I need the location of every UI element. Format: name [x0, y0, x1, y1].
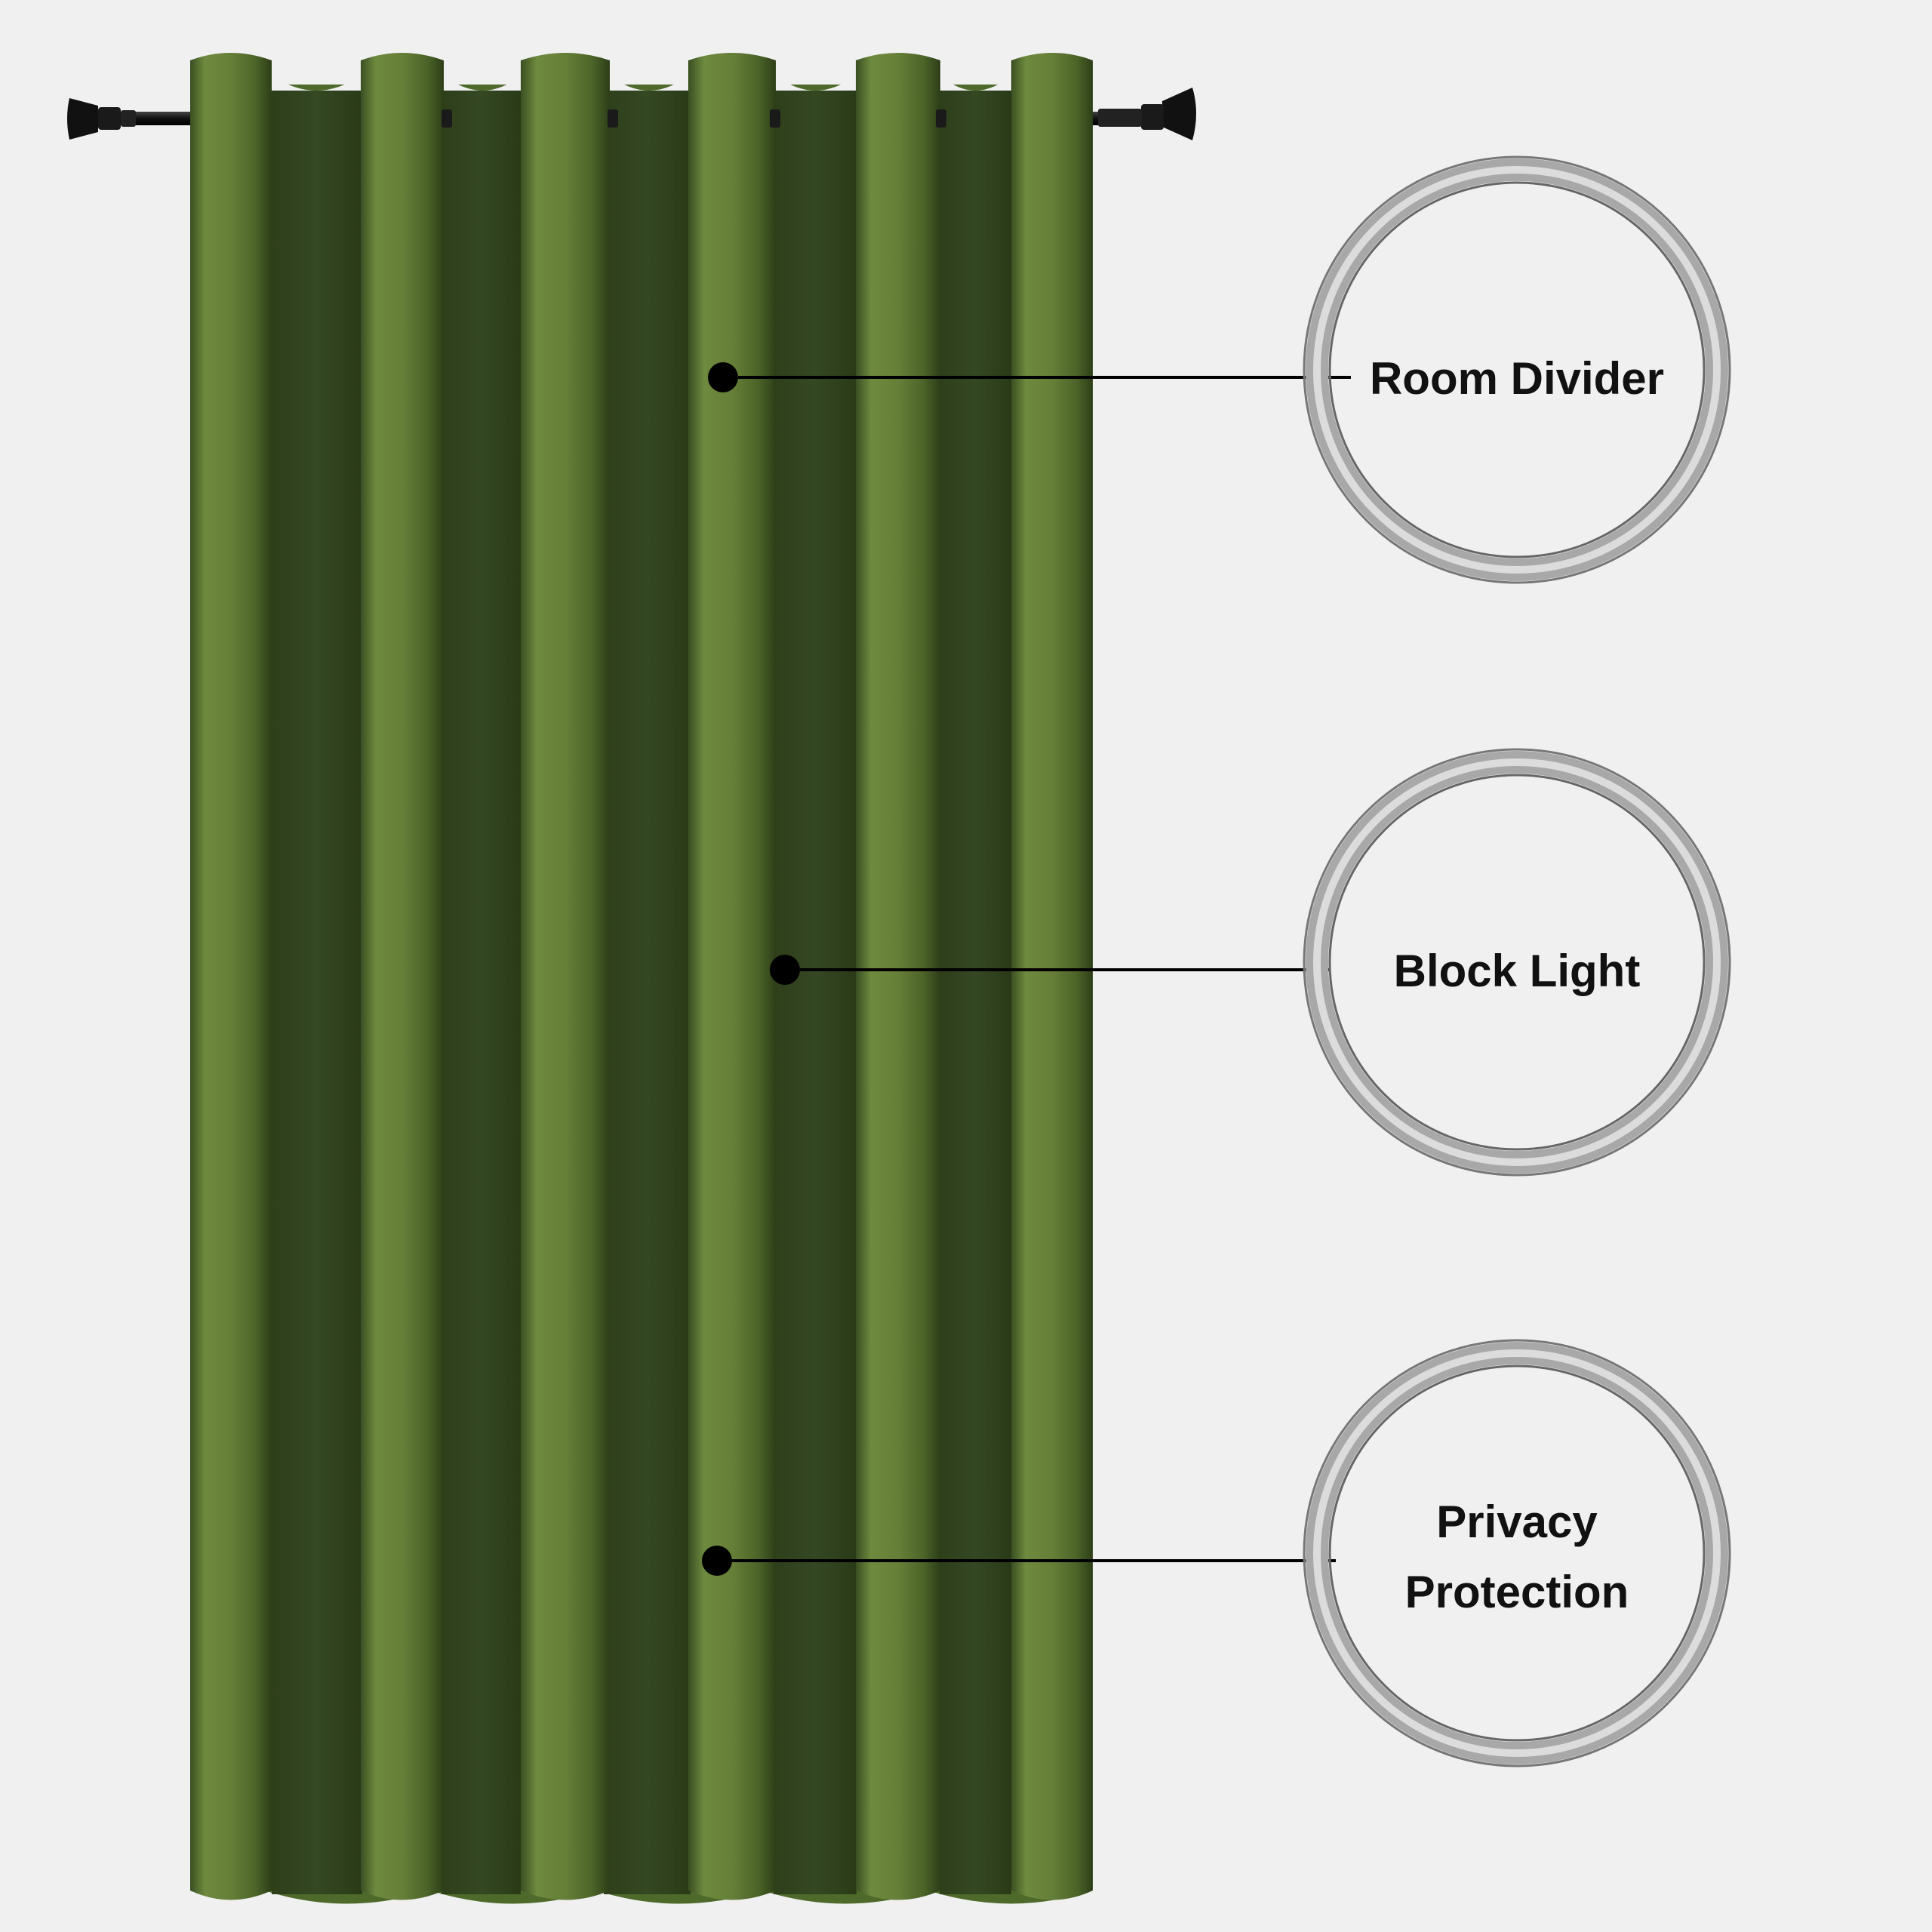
curtain-rod-finial-icon [67, 98, 136, 140]
callout-label-block-light: Block Light [1393, 946, 1641, 996]
callout-label-line: Privacy [1436, 1497, 1598, 1547]
curtain-fold-shadows [272, 91, 1011, 1894]
callout-label-room-divider: Room Divider [1369, 353, 1665, 404]
curtain-pleats [190, 53, 1093, 1900]
grommet-rings [441, 109, 946, 128]
callout-room-divider [708, 155, 1731, 584]
callout-privacy-protection [702, 1339, 1731, 1767]
callout-block-light [770, 748, 1731, 1177]
callout-dot-icon [708, 362, 738, 392]
curtain-panel [190, 53, 1093, 1904]
callout-dot-icon [702, 1546, 732, 1576]
callout-label-line: Protection [1404, 1567, 1629, 1617]
callout-dot-icon [770, 955, 800, 985]
curtain-rod-finial-icon [1098, 88, 1196, 140]
grommet-icon [272, 75, 1011, 91]
callout-label-privacy-protection: Privacy Protection [1343, 1487, 1690, 1627]
